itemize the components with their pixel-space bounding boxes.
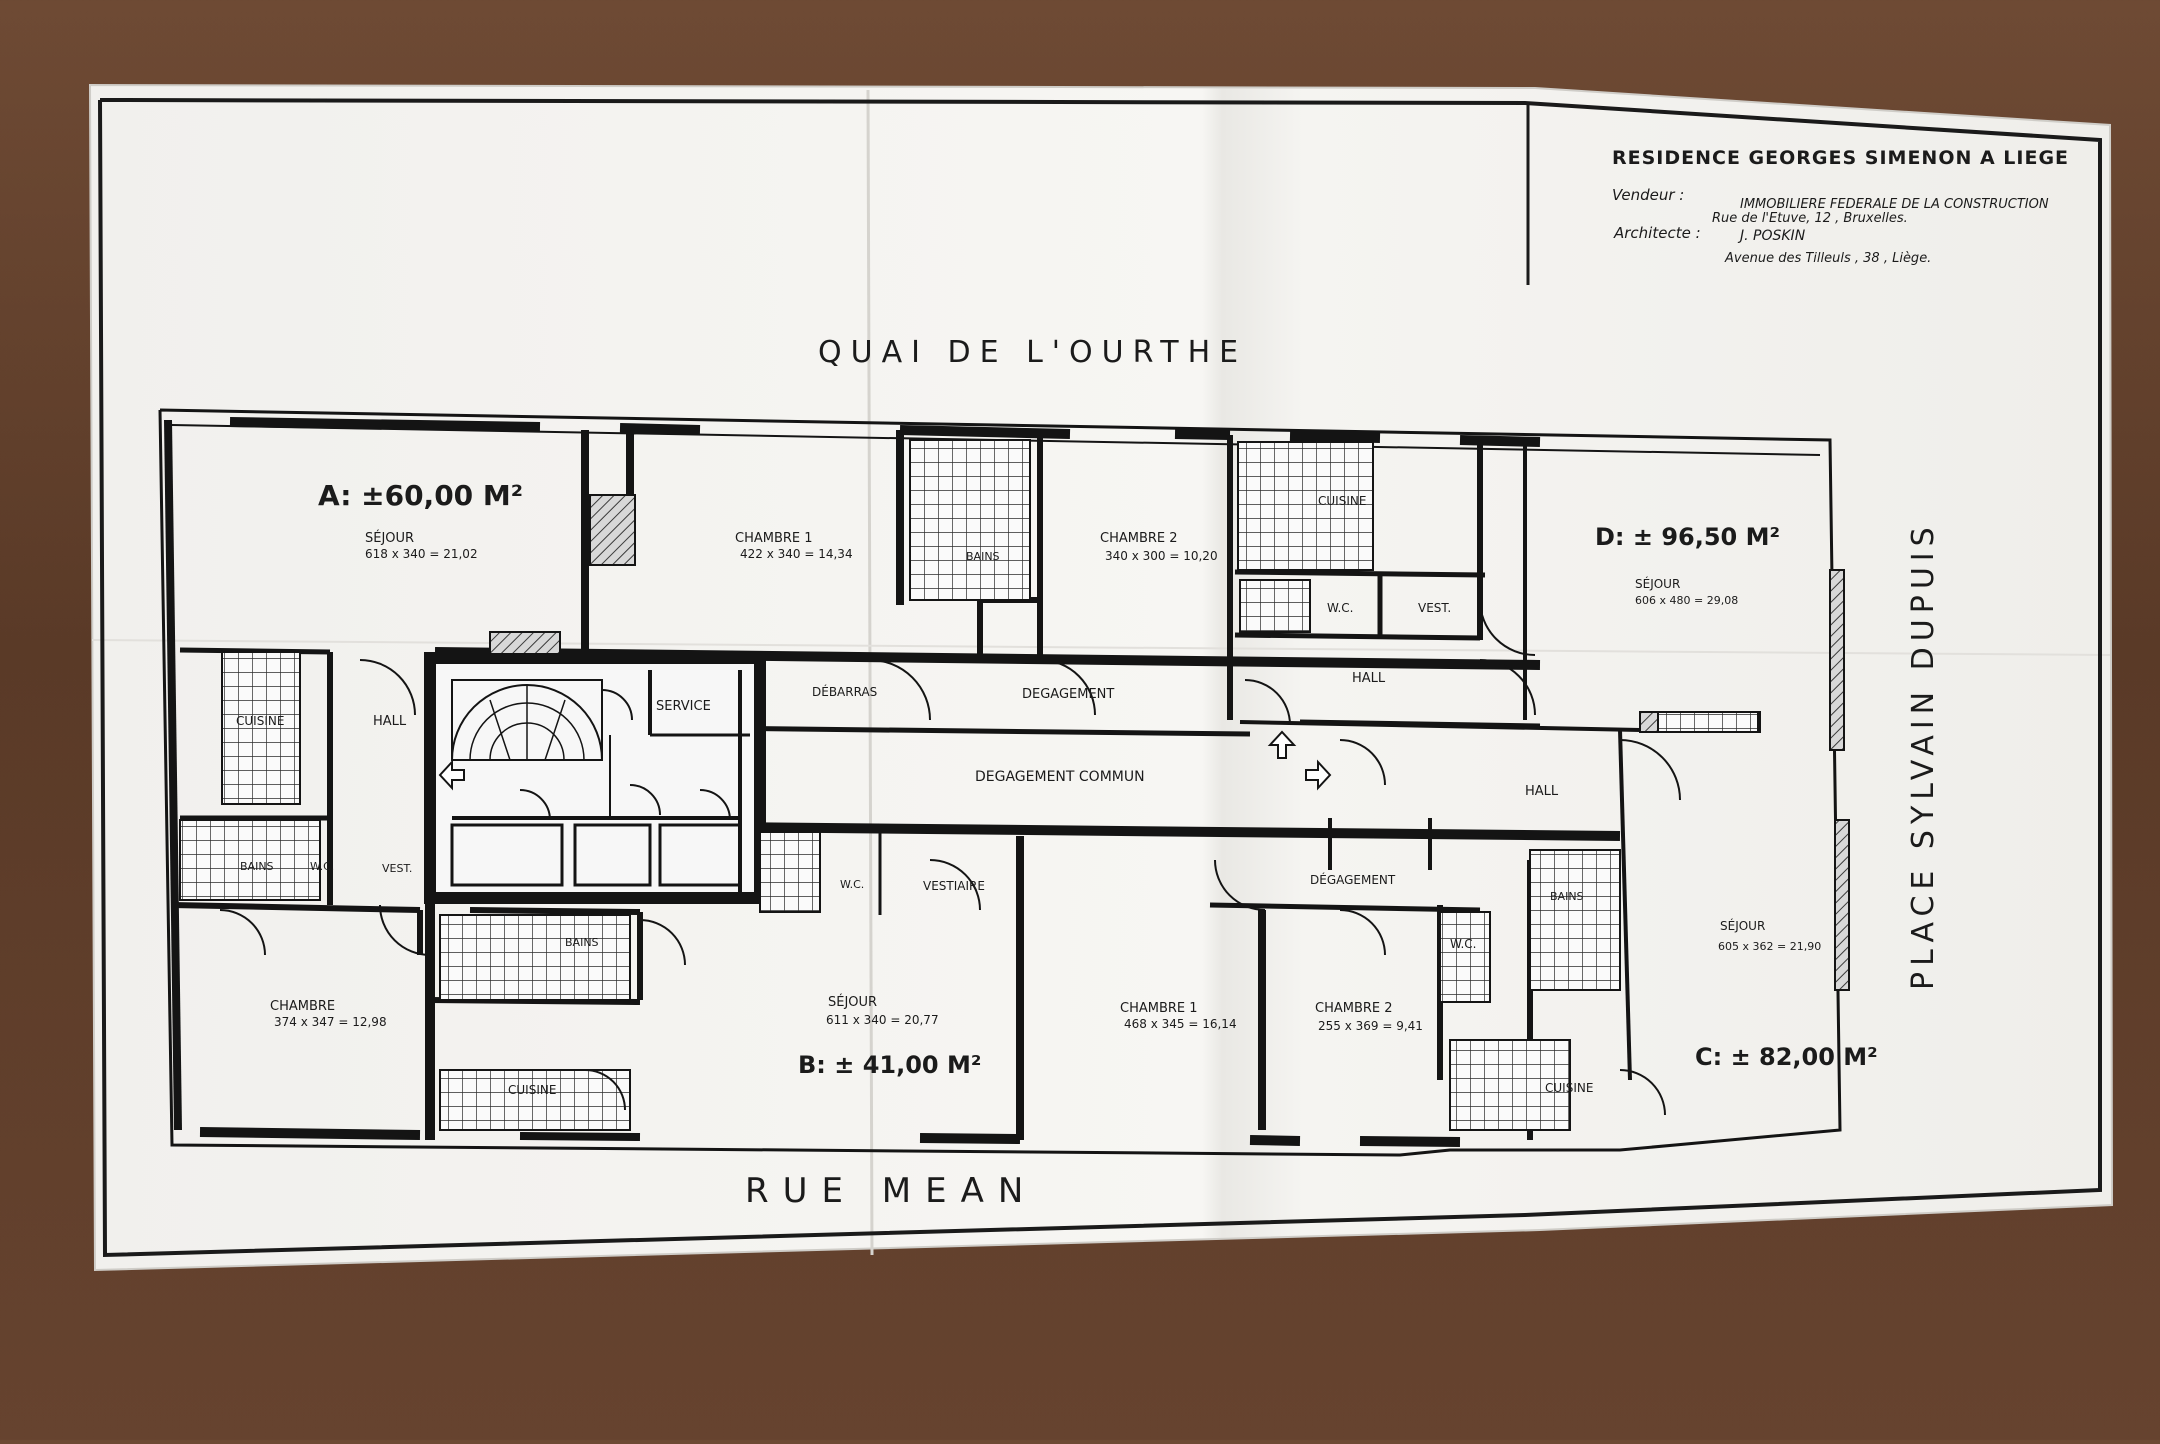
street-north: QUAI DE L'OURTHE bbox=[818, 335, 1247, 370]
c-chambre1: CHAMBRE 1 bbox=[1120, 1001, 1198, 1016]
street-east: PLACE SYLVAIN DUPUIS bbox=[1906, 521, 1941, 990]
c-degagement: DÉGAGEMENT bbox=[1310, 872, 1396, 887]
vendeur-line2: Rue de l'Etuve, 12 , Bruxelles. bbox=[1712, 211, 1908, 226]
chambre2-top-dim: 340 x 300 = 10,20 bbox=[1105, 549, 1218, 563]
c-sejour: SÉJOUR bbox=[1720, 918, 1765, 933]
chambre2-top: CHAMBRE 2 bbox=[1100, 531, 1178, 546]
chambre1-top: CHAMBRE 1 bbox=[735, 531, 813, 546]
street-south: RUE MEAN bbox=[745, 1171, 1037, 1211]
tiled-rooms bbox=[179, 439, 1759, 1131]
chambre1-top-dim: 422 x 340 = 14,34 bbox=[740, 547, 853, 561]
d-wc: W.C. bbox=[1327, 601, 1354, 615]
d-sejour-dim: 606 x 480 = 29,08 bbox=[1635, 594, 1738, 607]
b-sejour-dim: 611 x 340 = 20,77 bbox=[826, 1013, 939, 1027]
d-cuisine: CUISINE bbox=[1318, 494, 1366, 508]
fold-horizontal bbox=[91, 639, 2111, 656]
b-chambre: CHAMBRE bbox=[270, 999, 335, 1014]
a-hall: HALL bbox=[373, 714, 407, 729]
a-bains: BAINS bbox=[240, 860, 274, 873]
b-bains: BAINS bbox=[565, 936, 599, 949]
service: SERVICE bbox=[656, 699, 711, 714]
circulation-arrows bbox=[438, 730, 1332, 791]
door-swings bbox=[219, 599, 1681, 1116]
d-vest: VEST. bbox=[1418, 601, 1451, 615]
c-cuisine: CUISINE bbox=[1545, 1081, 1593, 1095]
architecte-line2: Avenue des Tilleuls , 38 , Liège. bbox=[1724, 251, 1931, 266]
architecte-line1: J. POSKIN bbox=[1737, 228, 1806, 244]
apartment-c-label: C: ± 82,00 M² bbox=[1695, 1043, 1878, 1071]
a-sejour-dim: 618 x 340 = 21,02 bbox=[365, 547, 478, 561]
fold-vertical bbox=[866, 89, 874, 1256]
a-sejour: SÉJOUR bbox=[365, 530, 414, 546]
c-bains: BAINS bbox=[1550, 890, 1584, 903]
b-cuisine: CUISINE bbox=[508, 1083, 556, 1097]
vendeur-label: Vendeur : bbox=[1612, 186, 1684, 204]
hall-c: HALL bbox=[1525, 784, 1559, 799]
b-vestiaire: VESTIAIRE bbox=[923, 879, 985, 893]
a-cuisine: CUISINE bbox=[236, 714, 284, 728]
apartment-b-label: B: ± 41,00 M² bbox=[798, 1051, 981, 1079]
b-wc: W.C. bbox=[840, 878, 864, 891]
title-text: RESIDENCE GEORGES SIMENON A LIEGE bbox=[1612, 147, 2069, 169]
apartment-a-label: A: ±60,00 M² bbox=[318, 479, 523, 512]
title-block: RESIDENCE GEORGES SIMENON A LIEGE Vendeu… bbox=[1526, 105, 2069, 285]
a-vest: VEST. bbox=[382, 862, 412, 875]
c-wc: W.C. bbox=[1450, 937, 1477, 951]
drawing-border bbox=[98, 98, 2102, 1258]
room-labels: SÉJOUR 618 x 340 = 21,02 CUISINE HALL BA… bbox=[236, 494, 1821, 1097]
architecte-label: Architecte : bbox=[1613, 224, 1701, 242]
debarras: DÉBARRAS bbox=[812, 684, 877, 699]
a-wc: W.C. bbox=[310, 860, 334, 873]
c-chambre2-dim: 255 x 369 = 9,41 bbox=[1318, 1019, 1423, 1033]
apartment-d-label: D: ± 96,50 M² bbox=[1595, 523, 1780, 551]
degagement-commun: DEGAGEMENT COMMUN bbox=[975, 769, 1145, 785]
b-sejour: SÉJOUR bbox=[828, 994, 877, 1010]
vendeur-line1: IMMOBILIERE FEDERALE DE LA CONSTRUCTION bbox=[1740, 197, 2049, 212]
bains-top: BAINS bbox=[966, 550, 1000, 563]
b-chambre-dim: 374 x 347 = 12,98 bbox=[274, 1015, 387, 1029]
degagement: DEGAGEMENT bbox=[1022, 687, 1114, 702]
c-chambre1-dim: 468 x 345 = 16,14 bbox=[1124, 1017, 1237, 1031]
c-chambre2: CHAMBRE 2 bbox=[1315, 1001, 1393, 1016]
c-sejour-dim: 605 x 362 = 21,90 bbox=[1718, 940, 1821, 953]
d-hall: HALL bbox=[1352, 671, 1386, 686]
d-sejour: SÉJOUR bbox=[1635, 576, 1680, 591]
